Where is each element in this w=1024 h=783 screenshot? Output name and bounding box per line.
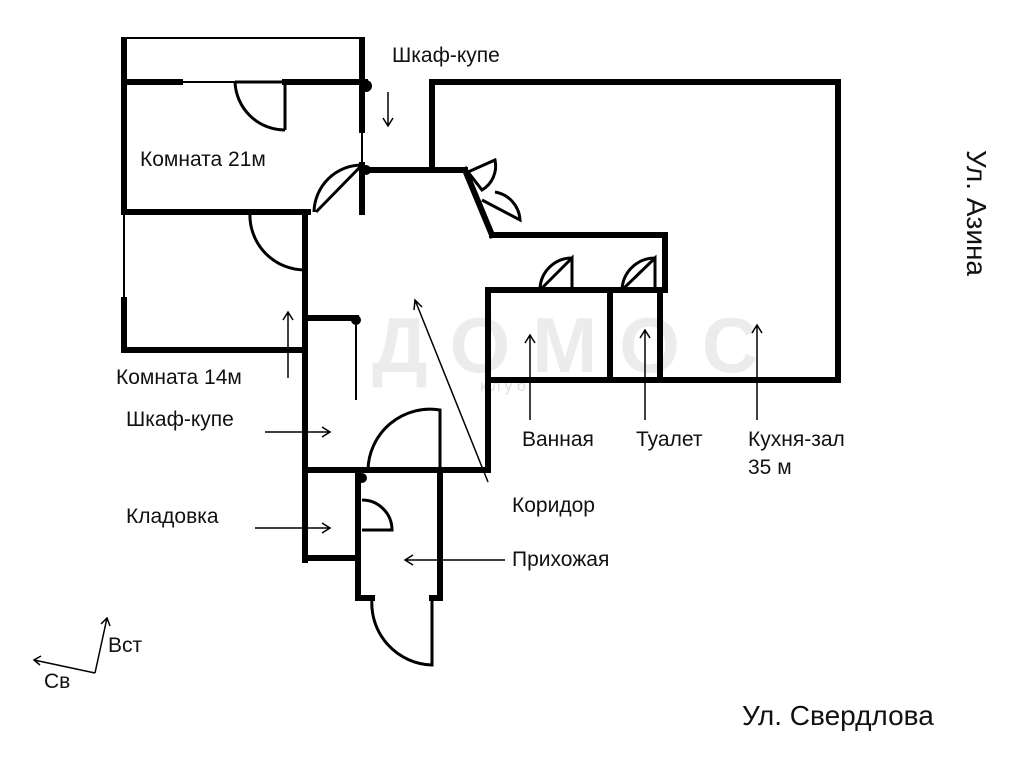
label-hallway: Прихожая <box>512 548 610 571</box>
compass-icon <box>32 616 111 674</box>
walls <box>121 37 841 601</box>
street-south: Ул. Свердлова <box>742 700 934 731</box>
watermark: ДОМОС <box>372 301 781 389</box>
thin-lines <box>123 37 839 400</box>
street-east: Ул. Азина <box>961 150 992 276</box>
door-arcs <box>233 80 657 667</box>
compass-north-label: Св <box>44 670 71 693</box>
label-corridor: Коридор <box>512 494 595 517</box>
label-bathroom: Ванная <box>522 428 594 451</box>
label-kitchen: Кухня-зал <box>748 428 845 451</box>
label-room-14: Комната 14м <box>116 366 242 389</box>
compass-east-label: Вст <box>108 634 143 657</box>
label-kitchen-area: 35 м <box>748 456 792 479</box>
label-wardrobe-left: Шкаф-купе <box>126 408 234 431</box>
leader-arrows <box>255 92 763 566</box>
wall-joints <box>351 80 372 483</box>
label-wardrobe-top: Шкаф-купе <box>392 44 500 67</box>
label-storage: Кладовка <box>126 505 219 528</box>
label-room-21: Комната 21м <box>140 148 266 171</box>
label-toilet: Туалет <box>636 428 703 451</box>
